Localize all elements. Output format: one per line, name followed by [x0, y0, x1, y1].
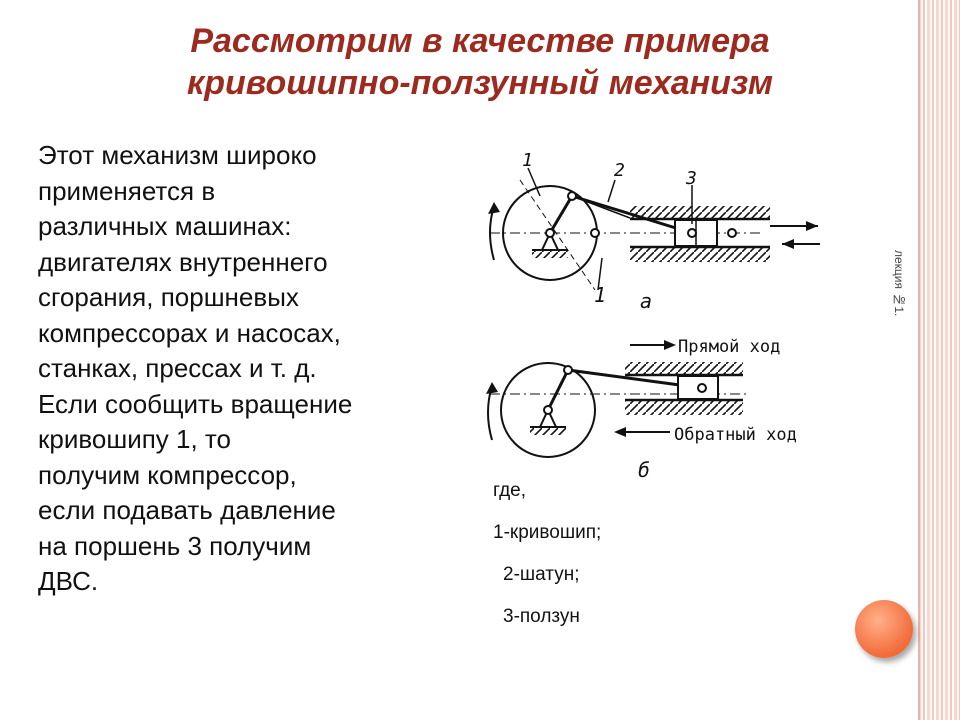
crank-joint — [567, 191, 577, 201]
legend-item-3: 3-ползун — [503, 606, 580, 627]
cylinder-top-hatch — [630, 206, 770, 218]
label-1-bottom: 1 — [594, 283, 606, 307]
label-1-leader-top — [527, 167, 541, 197]
diagram-a: 1 2 3 1 а — [488, 150, 820, 313]
label-b: б — [638, 458, 650, 482]
crank-circle-b — [500, 362, 596, 458]
cylinder-bottom-hatch-b — [625, 401, 743, 415]
rod-secondary — [571, 195, 631, 219]
body-text: Этот механизм широко применяется в разли… — [38, 140, 353, 596]
diagram-b: Прямой ход Обратный ход б — [486, 337, 797, 482]
cylinder-bottom-hatch — [630, 248, 770, 262]
return-stroke-label: Обратный ход — [674, 425, 797, 445]
pivot-joint — [545, 228, 555, 238]
label-1-leader-bottom — [597, 257, 603, 291]
ground-hatch-b — [530, 427, 566, 435]
forward-stroke-label: Прямой ход — [678, 337, 780, 357]
label-a: а — [640, 289, 652, 313]
slide-title: Рассмотрим в качестве примера кривошипно… — [80, 20, 880, 104]
return-arrow-head — [614, 427, 626, 437]
forward-arrow-head — [664, 340, 676, 350]
slider-end-joint — [727, 228, 737, 238]
cylinder-top-hatch-b — [625, 362, 743, 374]
pivot-joint-b — [543, 405, 553, 415]
guide-line — [519, 179, 596, 291]
decorative-circle — [855, 600, 913, 658]
slider-joint-b — [697, 383, 707, 393]
decorative-stripes — [918, 0, 960, 720]
legend-item-2: 2-шатун; — [503, 564, 580, 585]
label-3: 3 — [685, 168, 697, 189]
title-line-1: Рассмотрим в качестве примера — [190, 22, 770, 60]
crank-link-b — [546, 369, 570, 411]
rotation-arrow-head-b — [486, 382, 498, 394]
ground-hatch — [532, 250, 568, 258]
rotation-arrow-head — [488, 202, 500, 214]
label-2-leader — [607, 179, 616, 203]
arrow-left-head — [782, 239, 794, 249]
label-1-top: 1 — [522, 150, 533, 171]
crank-joint-b — [563, 365, 573, 375]
legend-where: где, — [493, 480, 527, 501]
label-2: 2 — [614, 160, 625, 181]
mechanism-diagram: 1 2 3 1 а Прямой ход Обратный ход б — [486, 150, 820, 482]
slider-joint — [687, 228, 697, 238]
stripe-divider — [918, 0, 920, 720]
dead-point-joint — [590, 228, 600, 238]
title-line-2: кривошипно-ползунный механизм — [187, 64, 773, 102]
legend-item-1: 1-кривошип; — [493, 522, 602, 543]
crank-link — [548, 195, 574, 234]
lecture-note: лекция №1. — [892, 250, 906, 317]
arrow-right-head — [806, 221, 818, 231]
